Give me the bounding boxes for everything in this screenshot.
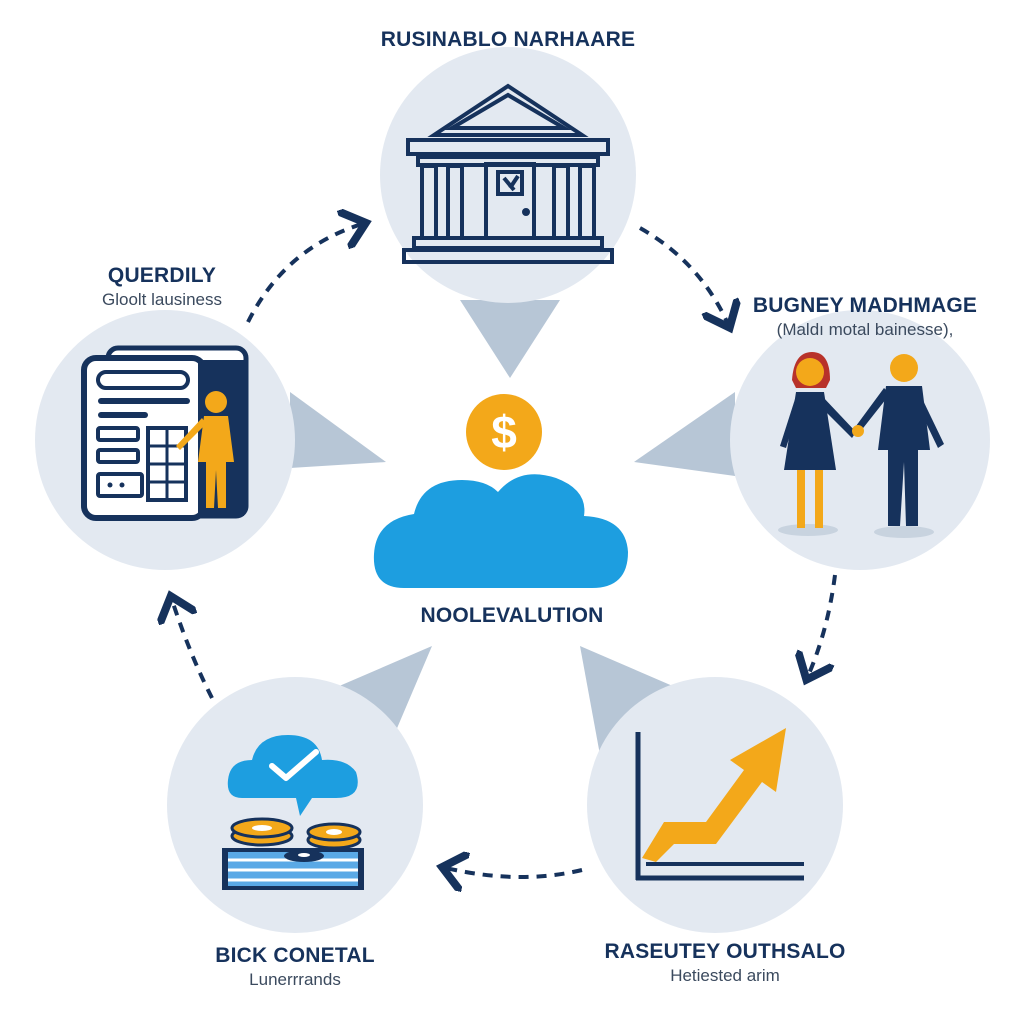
node-bottom-left-title: BICK CONETAL xyxy=(215,944,375,967)
node-right-title: BUGNEY MADHMAGE xyxy=(752,294,978,317)
node-bottom-right-circle xyxy=(587,677,843,933)
arrow-top-to-right xyxy=(639,226,728,324)
node-bottom-right-title: RASEUTEY OUTHSALO xyxy=(604,940,846,963)
node-top-title: RUSINABLO NARHAARE xyxy=(380,28,636,51)
handshake-people-icon xyxy=(778,352,944,538)
coins-cash-icon xyxy=(222,817,364,890)
arrow-left-to-top xyxy=(246,224,362,323)
growth-chart-icon xyxy=(635,728,804,881)
arrow-bottom-right-to-bottom-left xyxy=(446,868,583,877)
node-left-title: QUERDILY xyxy=(107,264,217,287)
node-bottom-left-circle xyxy=(167,677,423,933)
arrow-bottom-left-to-left xyxy=(172,600,214,699)
node-bottom-left-subtitle: Lunerrrands xyxy=(249,970,341,989)
pointer-right xyxy=(634,392,735,476)
node-bottom-right-subtitle: Hetiested arim xyxy=(670,966,780,985)
pointer-top xyxy=(460,300,560,378)
arrow-right-to-bottom-right xyxy=(808,574,837,676)
bank-icon xyxy=(402,83,614,264)
svg-text:$: $ xyxy=(491,406,517,458)
node-right-circle xyxy=(730,310,990,570)
center-label: NOOLEVALUTION xyxy=(420,604,604,627)
pointer-bottom-right xyxy=(580,646,682,755)
node-right-subtitle: (Maldı motal bainesse), xyxy=(776,320,954,339)
presenter-figure-icon xyxy=(176,391,234,508)
node-left-subtitle: Gloolt lausiness xyxy=(101,290,222,309)
cloud-check-icon xyxy=(227,735,358,816)
pointer-bottom-left xyxy=(330,646,432,740)
center-cloud-icon xyxy=(373,474,628,588)
pointer-left xyxy=(290,392,386,468)
dollar-coin-icon: $ xyxy=(466,394,542,470)
